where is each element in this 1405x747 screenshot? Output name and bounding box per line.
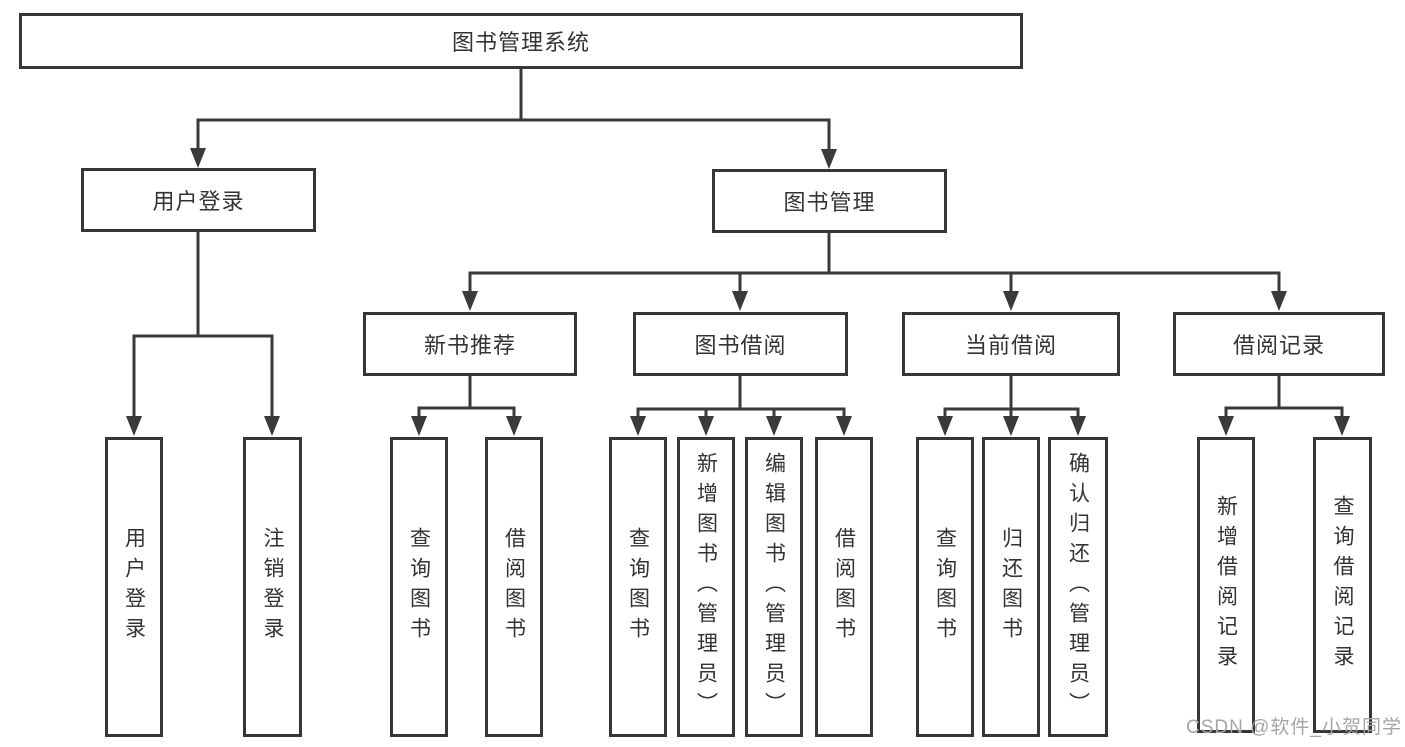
node-label: 图书管理系统 <box>451 30 590 55</box>
leaf-label: 确认归还（管理员） <box>1066 452 1090 722</box>
node-book-borrow: 图书借阅 <box>633 312 848 376</box>
leaf-user-login: 用户登录 <box>105 437 163 737</box>
node-book-management: 图书管理 <box>712 169 947 233</box>
leaf-label: 查询图书 <box>626 527 650 647</box>
leaf-label: 新增借阅记录 <box>1214 495 1238 675</box>
leaf-label: 归还图书 <box>999 527 1023 647</box>
leaf-label: 借阅图书 <box>502 527 526 647</box>
watermark: CSDN @软件_小贺同学 <box>1186 717 1402 738</box>
leaf-label: 查询图书 <box>407 527 431 647</box>
node-label: 用户登录 <box>152 189 245 214</box>
leaf-label: 查询图书 <box>933 527 957 647</box>
node-root: 图书管理系统 <box>19 13 1023 69</box>
leaf-query-books-current: 查询图书 <box>916 437 974 737</box>
node-label: 图书借阅 <box>694 333 787 358</box>
leaf-edit-book-admin: 编辑图书（管理员） <box>745 437 803 737</box>
leaf-add-book-admin: 新增图书（管理员） <box>677 437 735 737</box>
leaf-logout: 注销登录 <box>243 437 302 737</box>
leaf-label: 注销登录 <box>261 527 284 647</box>
leaf-label: 编辑图书（管理员） <box>762 452 786 722</box>
node-label: 图书管理 <box>783 190 876 215</box>
leaf-borrow-books-recommend: 借阅图书 <box>485 437 543 737</box>
leaf-borrow-books-borrow: 借阅图书 <box>815 437 873 737</box>
node-label: 当前借阅 <box>964 333 1057 358</box>
leaf-query-borrow-record: 查询借阅记录 <box>1313 437 1372 733</box>
node-label: 新书推荐 <box>423 333 516 358</box>
leaf-label: 用户登录 <box>122 527 146 647</box>
leaf-label: 借阅图书 <box>832 527 856 647</box>
leaf-label: 查询借阅记录 <box>1331 495 1354 675</box>
node-user-login: 用户登录 <box>81 168 316 232</box>
leaf-label: 新增图书（管理员） <box>694 452 718 722</box>
leaf-return-book: 归还图书 <box>982 437 1040 737</box>
leaf-query-books-recommend: 查询图书 <box>390 437 448 737</box>
leaf-add-borrow-record: 新增借阅记录 <box>1197 437 1255 733</box>
node-label: 借阅记录 <box>1232 333 1325 358</box>
node-current-borrow: 当前借阅 <box>902 312 1120 376</box>
leaf-query-books-borrow: 查询图书 <box>609 437 667 737</box>
node-borrow-records: 借阅记录 <box>1173 312 1385 376</box>
leaf-confirm-return-admin: 确认归还（管理员） <box>1048 437 1108 737</box>
node-new-book-recommend: 新书推荐 <box>363 312 577 376</box>
